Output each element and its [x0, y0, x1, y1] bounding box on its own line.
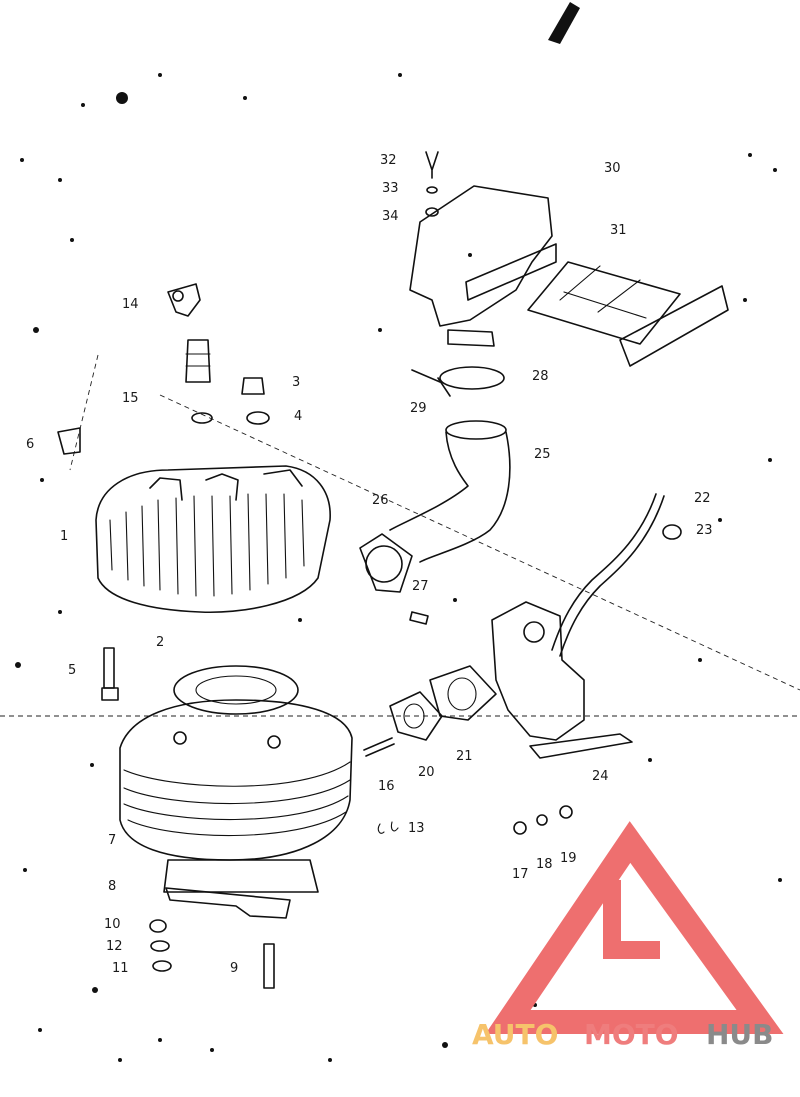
watermark-text-moto: MOTO: [584, 1018, 679, 1051]
stud-bolt-part: [101, 647, 119, 701]
part-number-labels: 1 2 3 4 5 6 7 8 9 10 11 12 13 14 15 16 1…: [26, 153, 713, 976]
label-10: 10: [104, 917, 121, 932]
label-30: 30: [604, 161, 621, 176]
cylinder-head-nut-part: [241, 377, 270, 425]
label-20: 20: [418, 765, 435, 780]
intake-elbow-part: [389, 420, 511, 563]
label-23: 23: [696, 523, 713, 538]
spark-plug-part: [185, 339, 213, 424]
label-2: 2: [156, 635, 164, 650]
base-nuts-washers-part: [149, 919, 172, 972]
cylinder-head-part: [95, 465, 331, 614]
label-33: 33: [382, 181, 399, 196]
assembly-axis-lines: [0, 354, 800, 717]
label-32: 32: [380, 153, 397, 168]
label-25: 25: [534, 447, 551, 462]
label-31: 31: [610, 223, 627, 238]
label-22: 22: [694, 491, 711, 506]
hose-clamp-part: [411, 366, 505, 397]
label-5: 5: [68, 663, 76, 678]
label-9: 9: [230, 961, 238, 976]
label-26: 26: [372, 493, 389, 508]
label-21: 21: [456, 749, 473, 764]
label-14: 14: [122, 297, 139, 312]
automotohub-watermark: AUTO MOTO HUB: [472, 821, 784, 1051]
label-3: 3: [292, 375, 300, 390]
label-34: 34: [382, 209, 399, 224]
watermark-text-hub: HUB: [706, 1018, 774, 1051]
carburetor-part: [491, 601, 633, 759]
small-hardware-part: [377, 805, 573, 835]
label-1: 1: [60, 529, 68, 544]
label-7: 7: [108, 833, 116, 848]
label-16: 16: [378, 779, 395, 794]
label-13: 13: [408, 821, 425, 836]
label-24: 24: [592, 769, 609, 784]
fuel-hose-part: [551, 493, 682, 657]
cylinder-base-gasket-part: [165, 887, 291, 919]
spark-plug-cap-part: [167, 283, 201, 317]
label-28: 28: [532, 369, 549, 384]
label-17: 17: [512, 867, 529, 882]
air-cleaner-element-part: [527, 261, 729, 367]
carb-insulator-part: [389, 665, 497, 741]
watermark-logo-mark: [485, 821, 784, 1034]
intake-stud-part: [363, 737, 395, 757]
label-19: 19: [560, 851, 577, 866]
label-27: 27: [412, 579, 429, 594]
cylinder-stud-part: [263, 943, 275, 989]
label-6: 6: [26, 437, 34, 452]
label-15: 15: [122, 391, 139, 406]
intake-clamp-part: [359, 533, 429, 625]
wing-nut-part: [425, 151, 439, 217]
label-18: 18: [536, 857, 553, 872]
label-12: 12: [106, 939, 123, 954]
rubber-cap-part: [57, 427, 81, 455]
watermark-text-auto: AUTO: [472, 1018, 558, 1051]
label-4: 4: [294, 409, 302, 424]
air-cleaner-case-part: [409, 185, 557, 347]
label-29: 29: [410, 401, 427, 416]
cylinder-part: [119, 665, 353, 893]
label-8: 8: [108, 879, 116, 894]
label-11: 11: [112, 961, 129, 976]
